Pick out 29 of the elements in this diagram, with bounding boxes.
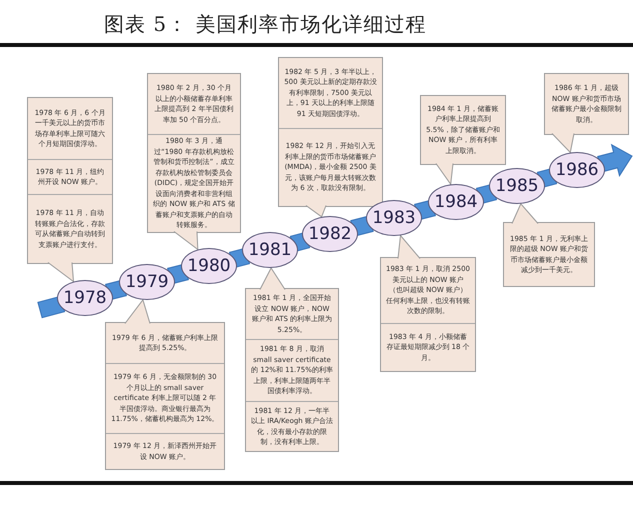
callout-box: [27, 97, 113, 264]
callout-pointer: [48, 262, 74, 283]
callout-box: [380, 257, 476, 372]
callout-box: [245, 288, 339, 452]
callout-box: [278, 57, 383, 207]
callout-pointer: [398, 234, 420, 259]
callout-box: [147, 73, 241, 233]
callout-pointer: [552, 133, 574, 154]
callout-pointer: [174, 231, 198, 251]
callout-box: [105, 322, 225, 470]
year-ellipse: 1979: [119, 264, 175, 300]
callout-box: [503, 222, 595, 287]
year-ellipse: 1982: [302, 216, 358, 252]
year-ellipse: 1984: [428, 184, 484, 220]
callout-box: [420, 95, 506, 165]
callout-box: [544, 73, 629, 135]
title: 图表 5： 美国利率市场化详细过程: [104, 11, 426, 38]
callout-pointer: [124, 298, 150, 324]
year-ellipse: 1985: [489, 168, 545, 204]
callout-pointer: [436, 163, 454, 186]
year-ellipse: 1980: [181, 248, 237, 284]
year-ellipse: 1983: [366, 200, 422, 236]
year-ellipse: 1986: [549, 152, 605, 188]
callout-pointer: [512, 202, 538, 224]
year-ellipse: 1981: [242, 232, 298, 268]
callout-pointer: [260, 267, 286, 290]
callout-pointer: [306, 205, 326, 218]
timeline-arrow: [597, 144, 633, 177]
year-ellipse: 1978: [57, 280, 113, 316]
